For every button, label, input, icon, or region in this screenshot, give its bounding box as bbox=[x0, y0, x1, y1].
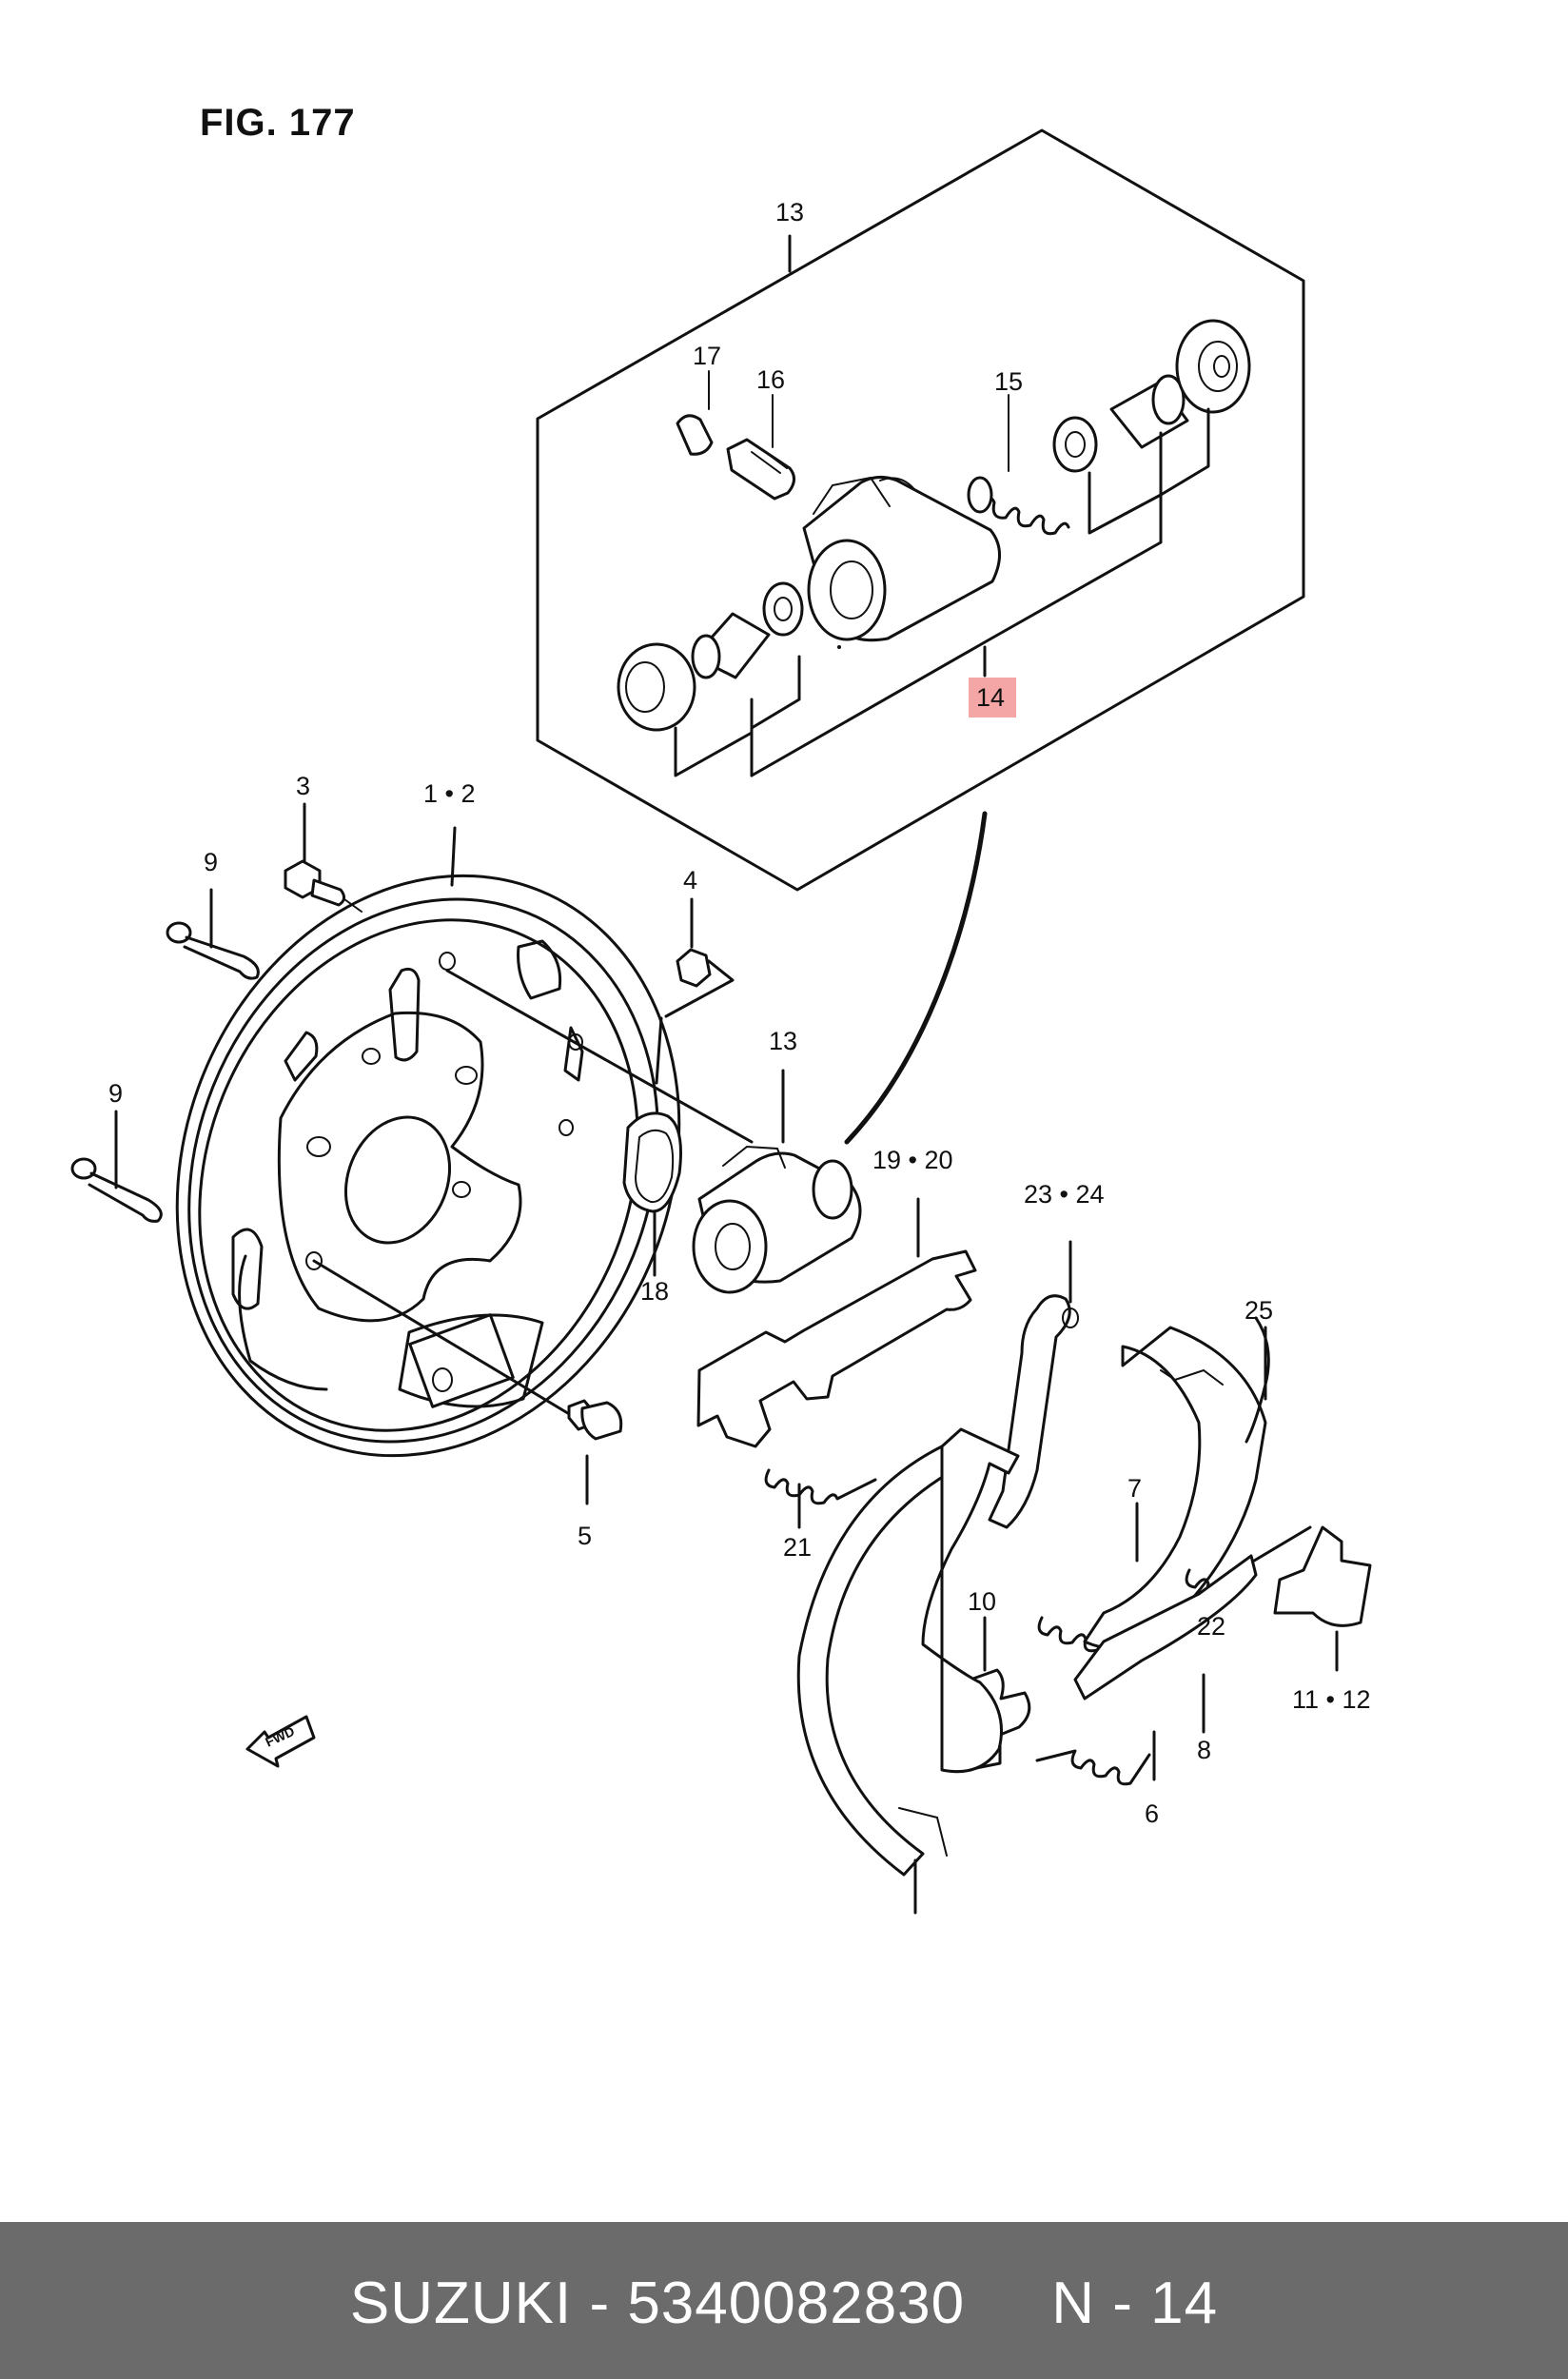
callout-22: 22 bbox=[1197, 1612, 1225, 1641]
wheel-cylinder-inset bbox=[536, 128, 1305, 892]
pin-9-lower bbox=[70, 1110, 163, 1223]
part-number-caption: SUZUKI - 5340082830 N - 14 bbox=[349, 2271, 1219, 2336]
callout-3: 3 bbox=[296, 772, 310, 800]
callout-13-mid: 13 bbox=[769, 1027, 797, 1055]
backing-plate bbox=[175, 874, 681, 1458]
callout-8: 8 bbox=[1197, 1736, 1211, 1764]
lever-19-20 bbox=[696, 1197, 977, 1448]
bolt-5 bbox=[567, 1399, 623, 1505]
callout-10: 10 bbox=[968, 1587, 996, 1616]
nut-4 bbox=[664, 897, 735, 1018]
callout-9-lower: 9 bbox=[108, 1079, 123, 1108]
callout-6: 6 bbox=[1145, 1799, 1159, 1828]
strut-23-24 bbox=[988, 1240, 1079, 1529]
figure-title: FIG. 177 bbox=[200, 102, 356, 144]
lever-8 bbox=[1073, 1554, 1258, 1734]
callout-18: 18 bbox=[640, 1277, 669, 1306]
callout-labels: 13 17 16 15 14 3 1 • 2 9 4 9 13 19 • 20 … bbox=[108, 198, 1371, 1828]
spring-21 bbox=[764, 1468, 877, 1529]
spring-6 bbox=[1035, 1730, 1156, 1786]
callout-21: 21 bbox=[783, 1533, 812, 1562]
callout-15: 15 bbox=[994, 367, 1023, 396]
footer-bar: SUZUKI - 5340082830 N - 14 bbox=[0, 2222, 1568, 2379]
fwd-arrow-icon: FWD bbox=[245, 1715, 316, 1768]
callout-1-2: 1 • 2 bbox=[423, 779, 476, 808]
callout-5: 5 bbox=[578, 1522, 592, 1550]
callout-4: 4 bbox=[683, 866, 697, 895]
callout-9-upper: 9 bbox=[204, 848, 218, 876]
wheel-cylinder-exploded-parts bbox=[617, 319, 1251, 777]
callout-7: 7 bbox=[1127, 1474, 1142, 1503]
seal-18 bbox=[622, 1111, 682, 1277]
wheel-cylinder-13 bbox=[692, 1069, 862, 1294]
callout-13-top: 13 bbox=[775, 198, 804, 226]
exploded-parts-diagram: FIG. 177 bbox=[70, 102, 1372, 1915]
callout-17: 17 bbox=[693, 342, 721, 370]
callout-16: 16 bbox=[756, 365, 785, 394]
clip-11-12 bbox=[1273, 1525, 1372, 1672]
callout-11-12: 11 • 12 bbox=[1292, 1685, 1371, 1714]
brake-shoe-right bbox=[1083, 1316, 1270, 1650]
callout-14: 14 bbox=[976, 683, 1005, 712]
pin-9-upper bbox=[166, 888, 260, 980]
callout-25: 25 bbox=[1245, 1296, 1273, 1325]
brake-shoe-left bbox=[796, 1427, 1020, 1915]
callout-23-24: 23 • 24 bbox=[1024, 1180, 1105, 1209]
highlight-box bbox=[969, 678, 1016, 718]
callout-19-20: 19 • 20 bbox=[872, 1146, 953, 1174]
bolt-3 bbox=[284, 802, 363, 913]
